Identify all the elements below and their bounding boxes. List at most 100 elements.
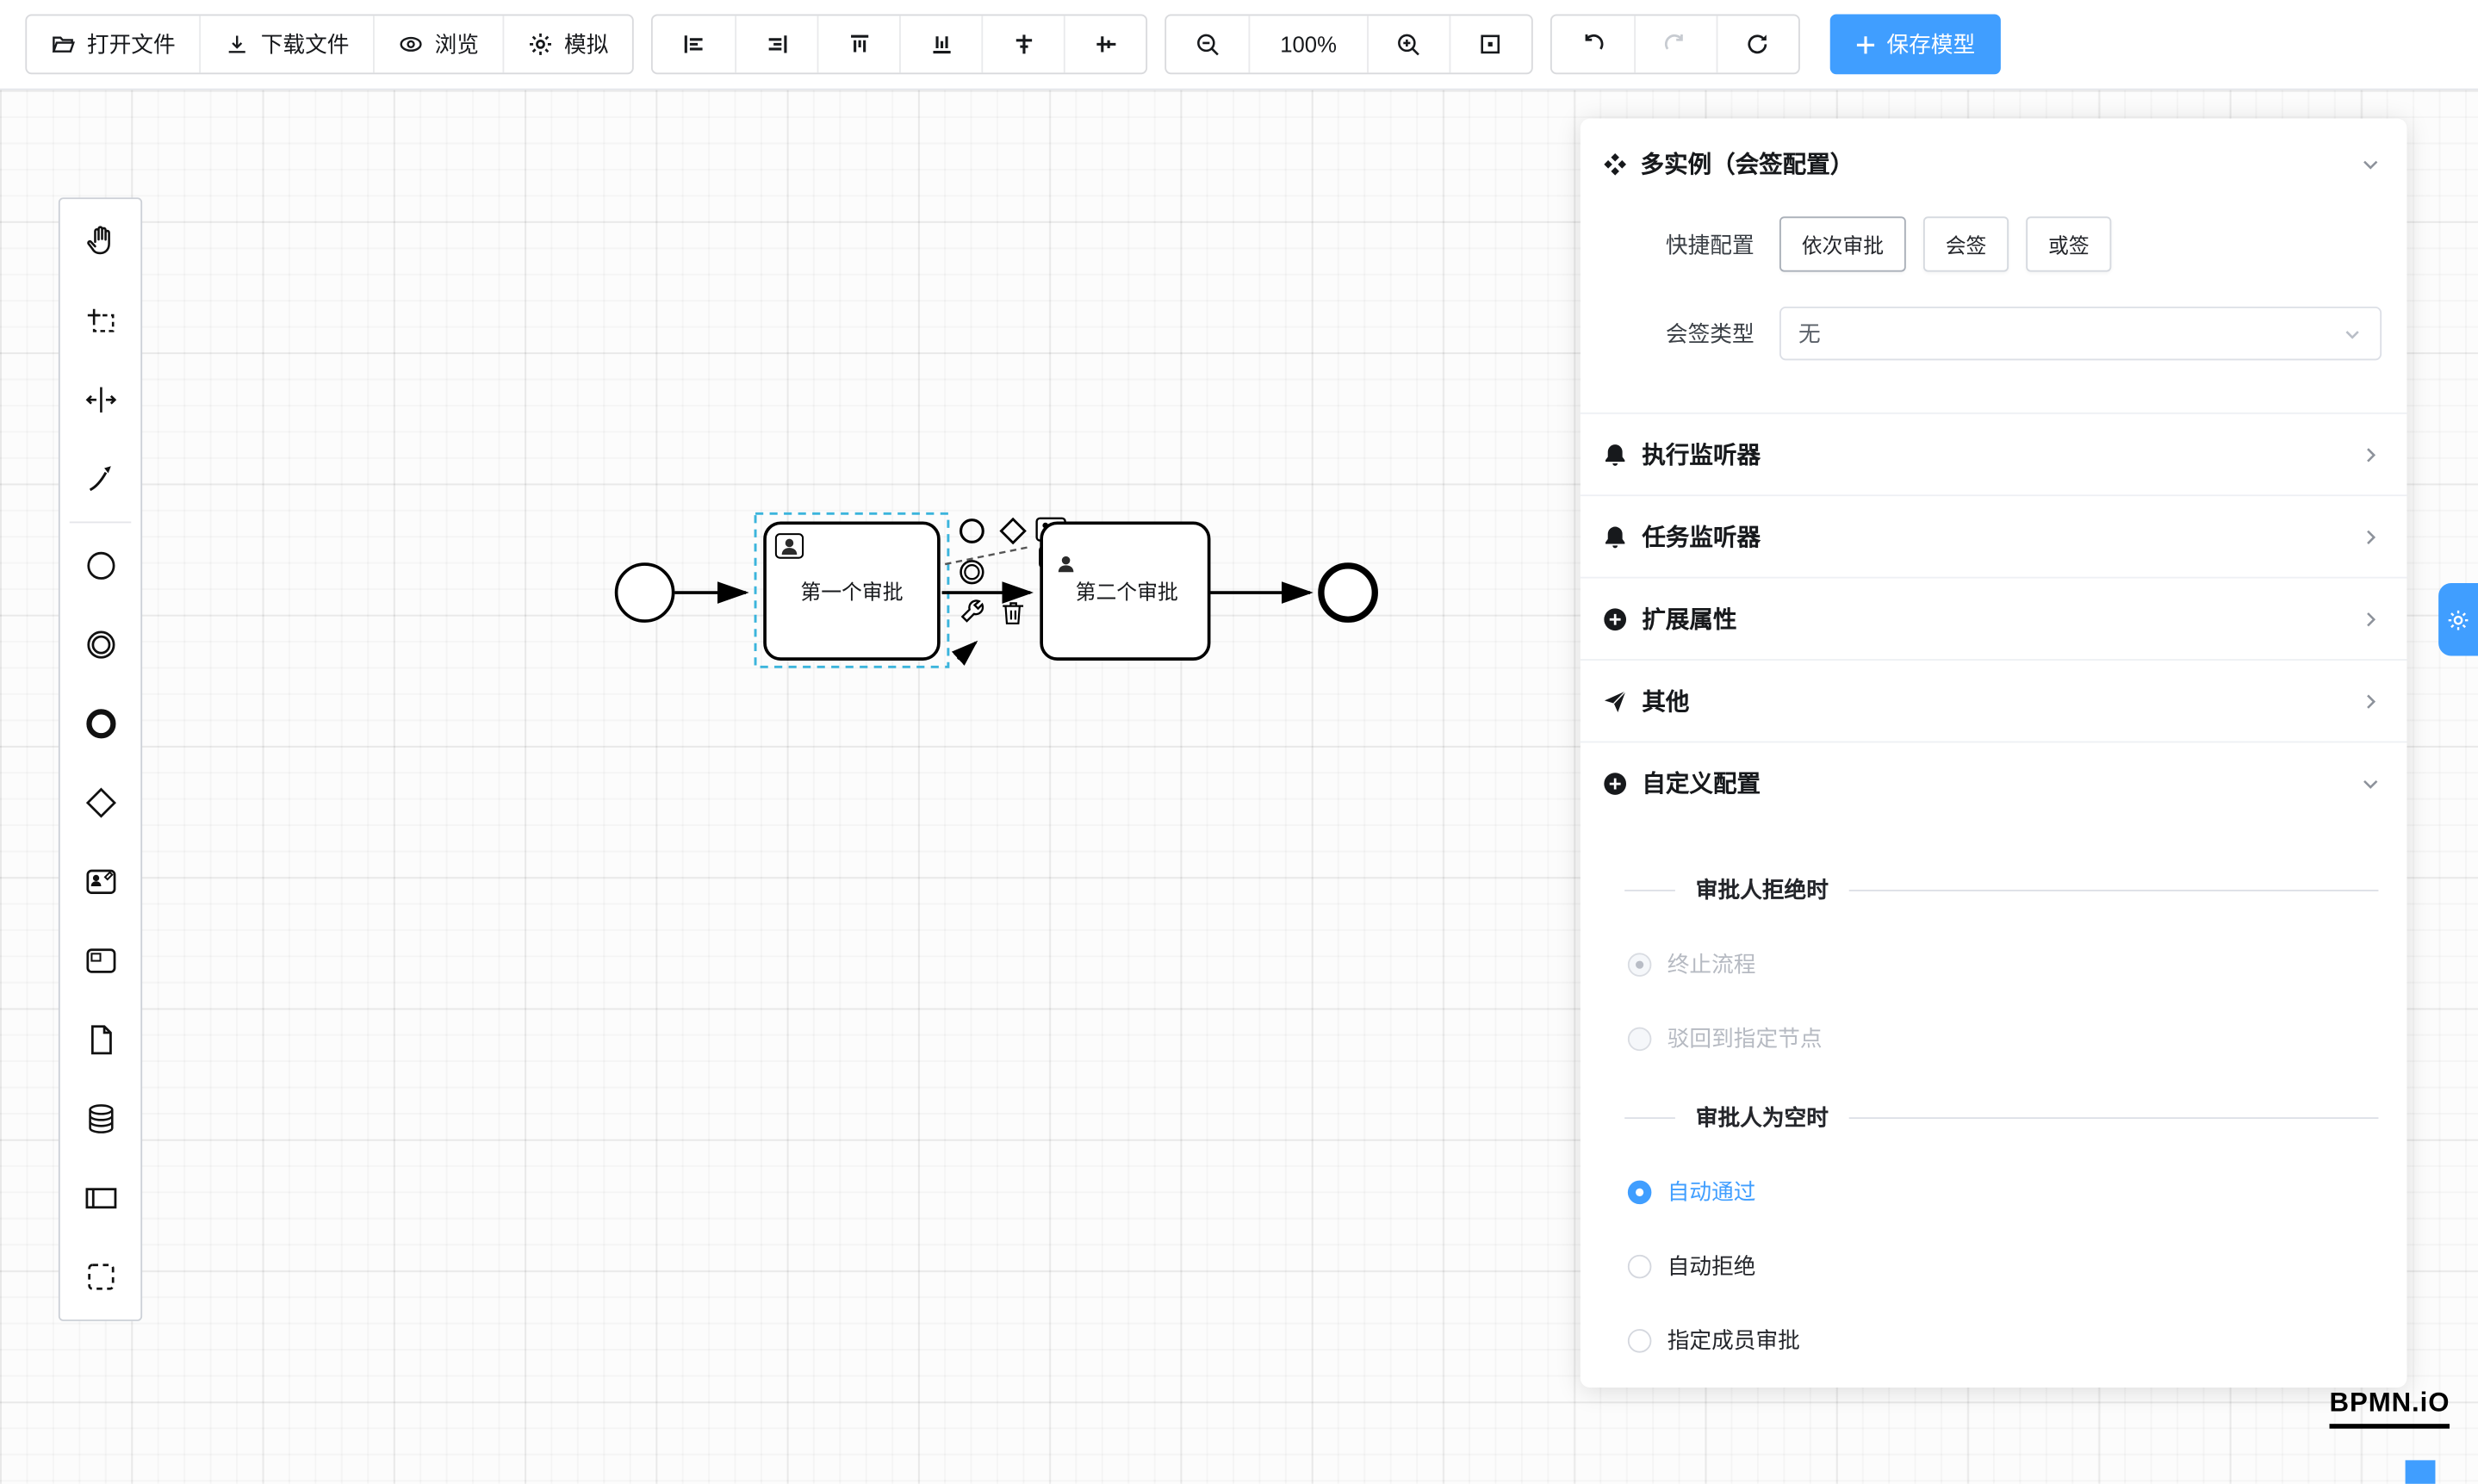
palette-separator <box>69 521 132 524</box>
zoom-level: 100% <box>1248 16 1367 73</box>
open-file-button[interactable]: 打开文件 <box>27 16 199 72</box>
chevron-down-icon[interactable] <box>2359 152 2382 175</box>
create-user-task[interactable] <box>60 842 141 922</box>
create-task[interactable] <box>60 922 141 1001</box>
save-model-button[interactable]: 保存模型 <box>1829 14 2001 75</box>
radio-icon <box>1627 952 1652 977</box>
zoom-group: 100% <box>1164 14 1533 75</box>
align-center-horizontal-button[interactable] <box>981 16 1063 73</box>
quick-btn-orsign[interactable]: 或签 <box>2026 216 2112 272</box>
preview-label: 浏览 <box>434 31 479 58</box>
align-center-vertical-button[interactable] <box>1063 16 1146 73</box>
undo-button[interactable] <box>1551 16 1633 72</box>
sign-type-value: 无 <box>1798 320 1821 346</box>
radio-auto-reject[interactable]: 自动拒绝 <box>1627 1250 2382 1282</box>
refresh-icon <box>1748 34 1767 54</box>
radio-icon <box>1627 1026 1652 1051</box>
group-icon <box>87 1264 114 1290</box>
zoom-in-button[interactable] <box>1366 16 1449 73</box>
download-file-button[interactable]: 下载文件 <box>199 16 373 73</box>
gateway-icon <box>84 787 116 818</box>
quick-config-label: 快捷配置 <box>1665 231 1754 258</box>
fit-viewport-button[interactable] <box>1449 16 1531 73</box>
lasso-icon <box>86 308 114 332</box>
section-custom-config[interactable]: 自定义配置 <box>1580 741 2407 823</box>
create-start-event[interactable] <box>60 526 141 605</box>
align-top-icon <box>850 34 868 53</box>
quick-btn-sequential[interactable]: 依次审批 <box>1779 216 1906 272</box>
data-object-icon <box>90 1025 111 1055</box>
reject-divider-label: 审批人拒绝时 <box>1695 877 1829 903</box>
undo-icon <box>1585 34 1604 50</box>
panel-header[interactable]: 多实例（会签配置） <box>1581 119 2407 200</box>
sign-type-select[interactable]: 无 <box>1779 306 2382 361</box>
align-right-button[interactable] <box>735 16 817 73</box>
align-left-icon <box>684 35 703 53</box>
settings-tab[interactable] <box>2438 583 2478 656</box>
align-center-vertical-icon <box>1096 36 1115 53</box>
section-task-listener[interactable]: 任务监听器 <box>1580 494 2407 576</box>
hand-tool[interactable] <box>60 202 141 282</box>
zoom-out-icon <box>1196 33 1218 55</box>
plus-circle-icon <box>1604 607 1627 630</box>
gear-icon <box>2448 609 2469 630</box>
chevron-right-icon <box>2367 529 2376 544</box>
radio-terminate-process[interactable]: 终止流程 <box>1627 948 2382 980</box>
plus-circle-icon <box>1604 772 1627 794</box>
section-label: 其他 <box>1642 688 1690 717</box>
section-extended-properties[interactable]: 扩展属性 <box>1580 576 2407 659</box>
quick-config-row: 快捷配置 依次审批 会签 或签 <box>1581 199 2407 289</box>
preview-button[interactable]: 浏览 <box>373 16 502 73</box>
corner-button[interactable] <box>2405 1460 2436 1484</box>
zoom-out-button[interactable] <box>1166 16 1248 72</box>
global-connect-tool[interactable] <box>60 439 141 518</box>
create-data-store[interactable] <box>60 1079 141 1158</box>
radio-icon <box>1627 1179 1652 1204</box>
radio-icon <box>1627 1253 1652 1278</box>
section-other[interactable]: 其他 <box>1580 659 2407 741</box>
palette <box>58 197 143 1321</box>
intermediate-event-icon <box>86 630 115 659</box>
align-left-button[interactable] <box>653 16 735 72</box>
fit-viewport-icon <box>1481 34 1500 54</box>
align-top-button[interactable] <box>817 16 899 73</box>
create-participant[interactable] <box>60 1158 141 1238</box>
sign-type-row: 会签类型 无 <box>1581 289 2407 378</box>
align-group <box>650 14 1148 75</box>
chevron-right-icon <box>2367 612 2376 626</box>
file-actions-group: 打开文件 下载文件 浏览 模拟 <box>25 14 634 75</box>
create-data-object[interactable] <box>60 1000 141 1079</box>
redo-button[interactable] <box>1633 16 1716 73</box>
folder-open-icon <box>52 36 75 53</box>
multi-instance-icon <box>1604 152 1627 175</box>
participant-icon <box>84 1188 116 1209</box>
quick-btn-countersign[interactable]: 会签 <box>1923 216 2009 272</box>
bell-icon <box>1605 525 1625 548</box>
bpmn-io-logo[interactable]: BPMN.iO <box>2329 1388 2450 1429</box>
radio-assign-member[interactable]: 指定成员审批 <box>1627 1325 2382 1357</box>
lasso-tool[interactable] <box>60 282 141 361</box>
radio-label: 指定成员审批 <box>1667 1327 1800 1353</box>
sign-type-label: 会签类型 <box>1665 320 1754 346</box>
create-group[interactable] <box>60 1238 141 1317</box>
create-gateway[interactable] <box>60 763 141 842</box>
section-execution-listener[interactable]: 执行监听器 <box>1580 412 2407 494</box>
reset-button[interactable] <box>1716 16 1798 73</box>
reject-divider: 审批人拒绝时 <box>1624 874 2382 906</box>
zoom-in-icon <box>1397 33 1419 55</box>
history-group <box>1550 14 1800 75</box>
eye-icon <box>400 36 422 52</box>
create-end-event[interactable] <box>60 684 141 763</box>
chevron-right-icon <box>2367 693 2376 708</box>
user-task-icon <box>85 869 115 895</box>
hand-icon <box>86 226 109 255</box>
radio-reject-to-node[interactable]: 驳回到指定节点 <box>1627 1022 2382 1054</box>
create-intermediate-event[interactable] <box>60 605 141 685</box>
space-tool[interactable] <box>60 360 141 439</box>
section-label: 自定义配置 <box>1642 771 1761 798</box>
align-bottom-button[interactable] <box>899 16 981 73</box>
simulate-button[interactable]: 模拟 <box>502 16 631 73</box>
chevron-right-icon <box>2367 447 2376 462</box>
radio-auto-pass[interactable]: 自动通过 <box>1627 1176 2382 1208</box>
